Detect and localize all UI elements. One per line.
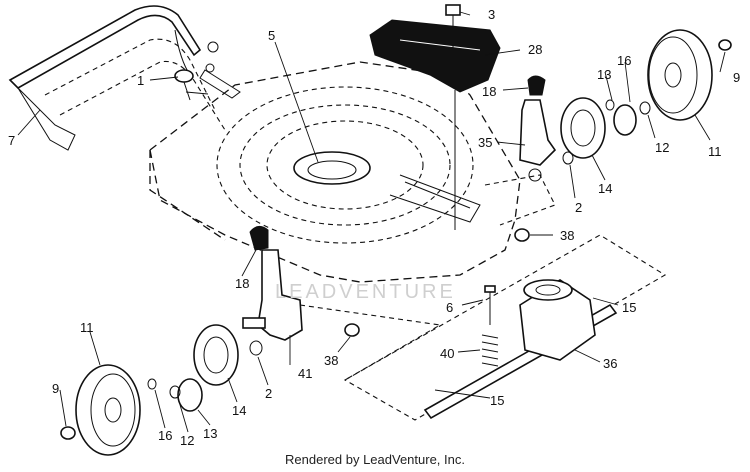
callout-14-right: 14 bbox=[598, 181, 612, 196]
callout-18-left: 18 bbox=[235, 276, 249, 291]
height-adjuster-left bbox=[242, 226, 303, 341]
callout-38-left: 38 bbox=[324, 353, 338, 368]
callout-38-right: 38 bbox=[560, 228, 574, 243]
wheel-nut-left bbox=[60, 426, 76, 440]
transmission-group bbox=[299, 234, 667, 421]
drive-gear-right bbox=[560, 97, 651, 165]
callouts: 1 7 5 3 28 18 35 13 16 9 11 12 14 2 38 1… bbox=[8, 7, 740, 448]
callout-11-right: 11 bbox=[708, 144, 722, 159]
callout-16-left: 16 bbox=[158, 428, 172, 443]
callout-3: 3 bbox=[488, 7, 495, 22]
callout-41: 41 bbox=[298, 366, 312, 381]
callout-36: 36 bbox=[603, 356, 617, 371]
height-adjuster-right bbox=[519, 75, 557, 182]
callout-2-left: 2 bbox=[265, 386, 272, 401]
drive-gear-left bbox=[147, 324, 263, 412]
cable-clip bbox=[174, 69, 209, 101]
callout-15-left: 15 bbox=[490, 393, 504, 408]
callout-2-right: 2 bbox=[575, 200, 582, 215]
callout-15-right: 15 bbox=[622, 300, 636, 315]
callout-6: 6 bbox=[446, 300, 453, 315]
callout-11-left: 11 bbox=[80, 320, 94, 335]
callout-1: 1 bbox=[137, 73, 144, 88]
bolt bbox=[445, 4, 461, 65]
callout-9-right: 9 bbox=[733, 70, 740, 85]
callout-35: 35 bbox=[478, 135, 492, 150]
callout-12-right: 12 bbox=[655, 140, 669, 155]
callout-16-right: 16 bbox=[617, 53, 631, 68]
callout-28: 28 bbox=[528, 42, 542, 57]
callout-18-right: 18 bbox=[482, 84, 496, 99]
callout-13-left: 13 bbox=[203, 426, 217, 441]
handle-assembly bbox=[8, 5, 241, 151]
callout-40: 40 bbox=[440, 346, 454, 361]
leader-lines bbox=[17, 11, 726, 433]
footer-credit: Rendered by LeadVenture, Inc. bbox=[285, 452, 465, 467]
bushing-left bbox=[344, 323, 360, 337]
wheel-left bbox=[75, 364, 141, 456]
callout-7: 7 bbox=[8, 133, 15, 148]
watermark: LEADVENTURE bbox=[275, 281, 456, 303]
wheel-right bbox=[647, 29, 713, 121]
belt-cover bbox=[369, 19, 501, 93]
callout-14-left: 14 bbox=[232, 403, 246, 418]
callout-12-left: 12 bbox=[180, 433, 194, 448]
bushing-right bbox=[514, 228, 530, 242]
callout-9-left: 9 bbox=[52, 381, 59, 396]
callout-13-right: 13 bbox=[597, 67, 611, 82]
wheel-nut-right bbox=[718, 39, 732, 51]
mower-deck bbox=[149, 61, 556, 283]
callout-5: 5 bbox=[268, 28, 275, 43]
